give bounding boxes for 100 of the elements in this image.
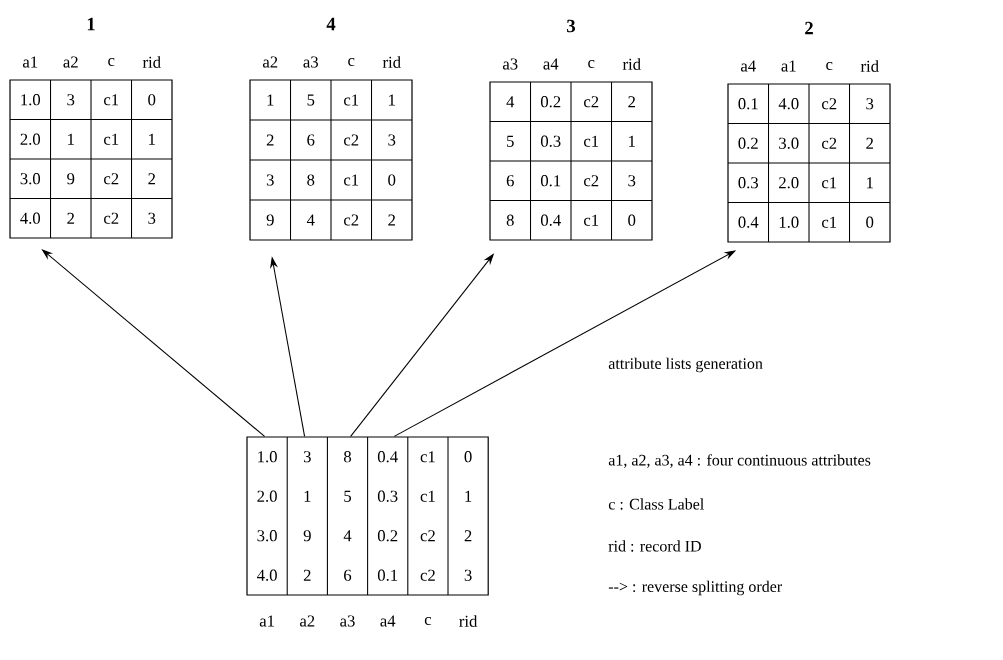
table-value: 3 [464, 569, 472, 581]
table-value: c2 [344, 134, 359, 146]
table-value: 3 [266, 174, 274, 186]
table-value: 3 [866, 98, 874, 110]
table-value: 1.0 [258, 451, 277, 463]
column-header: a1 [781, 60, 796, 72]
table-number: 4 [326, 17, 336, 31]
table-value: 3.0 [779, 137, 799, 149]
table-value: 0.1 [738, 98, 758, 110]
table-value: 0.4 [377, 451, 398, 463]
table-value: 3.0 [20, 173, 41, 185]
table-number: 1 [87, 17, 95, 31]
table-value: c1 [822, 216, 837, 228]
table-value: 6 [307, 134, 315, 146]
table-value: 4 [506, 96, 515, 108]
table-value: c1 [822, 177, 837, 189]
column-header: rid [382, 56, 401, 68]
column-header: a3 [503, 58, 518, 70]
column-header: a2 [263, 56, 278, 68]
table-value: 3.0 [257, 530, 277, 542]
table-value: c2 [822, 98, 837, 110]
column-header: a1 [259, 615, 274, 627]
table-value: c2 [584, 96, 599, 108]
table-value: 8 [506, 214, 514, 226]
table-value: 0.3 [540, 135, 561, 147]
table-value: 0 [866, 216, 874, 228]
table-value: 1 [267, 94, 274, 106]
column-header: rid [622, 58, 641, 70]
note-text: c : Class Label [608, 498, 704, 510]
column-header: c [588, 60, 595, 68]
table-value: 2 [148, 173, 155, 185]
table-value: 9 [303, 530, 311, 542]
column-header: a4 [380, 615, 396, 627]
table-value: 1 [149, 133, 155, 145]
table-value: 0.4 [540, 214, 561, 226]
table-value: c1 [104, 94, 119, 106]
table-value: c1 [584, 214, 599, 226]
table-value: 2.0 [257, 490, 277, 502]
table-value: 4 [306, 214, 315, 226]
table-value: c1 [420, 490, 435, 502]
table-value: c2 [822, 137, 837, 149]
table-value: 4.0 [257, 569, 277, 581]
table-value: c1 [584, 135, 599, 147]
table-value: 2.0 [20, 133, 41, 145]
table-value: 2 [866, 137, 873, 149]
table-value: 2 [67, 212, 74, 224]
table-value: 4.0 [778, 98, 799, 110]
table-value: c1 [420, 451, 435, 463]
table-value: 2 [628, 96, 635, 108]
column-header: rid [860, 60, 879, 72]
table-value: 1 [304, 490, 311, 502]
table-value: 0.2 [377, 530, 398, 542]
table-value: 0 [628, 214, 636, 226]
column-header: c [108, 58, 115, 66]
table-value: 0 [148, 94, 156, 106]
note-text: --> : reverse splitting order [608, 580, 782, 596]
table-value: 3 [148, 212, 156, 224]
table-value: c2 [584, 175, 599, 187]
table-value: 6 [344, 569, 352, 581]
table-value: 5 [344, 490, 351, 502]
column-header: a2 [63, 56, 78, 68]
column-header: c [826, 62, 833, 70]
table-value: c1 [344, 94, 359, 106]
table-value: 8 [307, 174, 315, 186]
table-value: c2 [104, 173, 119, 185]
table-value: 1 [389, 94, 395, 106]
table-value: c2 [344, 214, 359, 226]
table-number: 2 [805, 21, 813, 35]
table-value: 3 [628, 175, 636, 187]
table-value: 2 [464, 530, 472, 542]
table-value: 2 [303, 569, 311, 581]
column-header: c [348, 58, 355, 66]
table-value: 9 [266, 214, 274, 226]
table-value: 4 [343, 530, 352, 542]
table-value: 0.1 [377, 569, 398, 581]
table-value: 0 [388, 174, 396, 186]
table-value: 0.2 [540, 96, 561, 108]
table-value: 0.4 [738, 216, 759, 228]
table-value: c1 [344, 174, 359, 186]
column-header: a4 [740, 60, 756, 72]
table-value: 2 [388, 214, 395, 226]
table-value: 5 [307, 94, 315, 106]
table-value: 3 [67, 94, 75, 106]
table-value: 1 [68, 133, 74, 145]
table-value: 0.2 [738, 137, 758, 149]
table-value: 8 [343, 451, 352, 463]
table-value: 0 [464, 451, 472, 463]
table-value: 9 [67, 173, 75, 185]
table-value: 0.3 [738, 177, 758, 189]
column-header: a1 [23, 56, 38, 68]
table-value: 2 [266, 134, 274, 146]
table-value: 0.3 [377, 490, 398, 502]
table-value: 1.0 [21, 94, 41, 106]
table-value: 1 [465, 490, 472, 502]
table-value: c2 [420, 530, 435, 542]
table-value: c1 [104, 133, 119, 145]
table-value: 0.1 [540, 175, 561, 187]
note-text: rid : record ID [608, 540, 701, 552]
column-header: rid [459, 615, 478, 627]
column-header: a3 [340, 615, 355, 627]
